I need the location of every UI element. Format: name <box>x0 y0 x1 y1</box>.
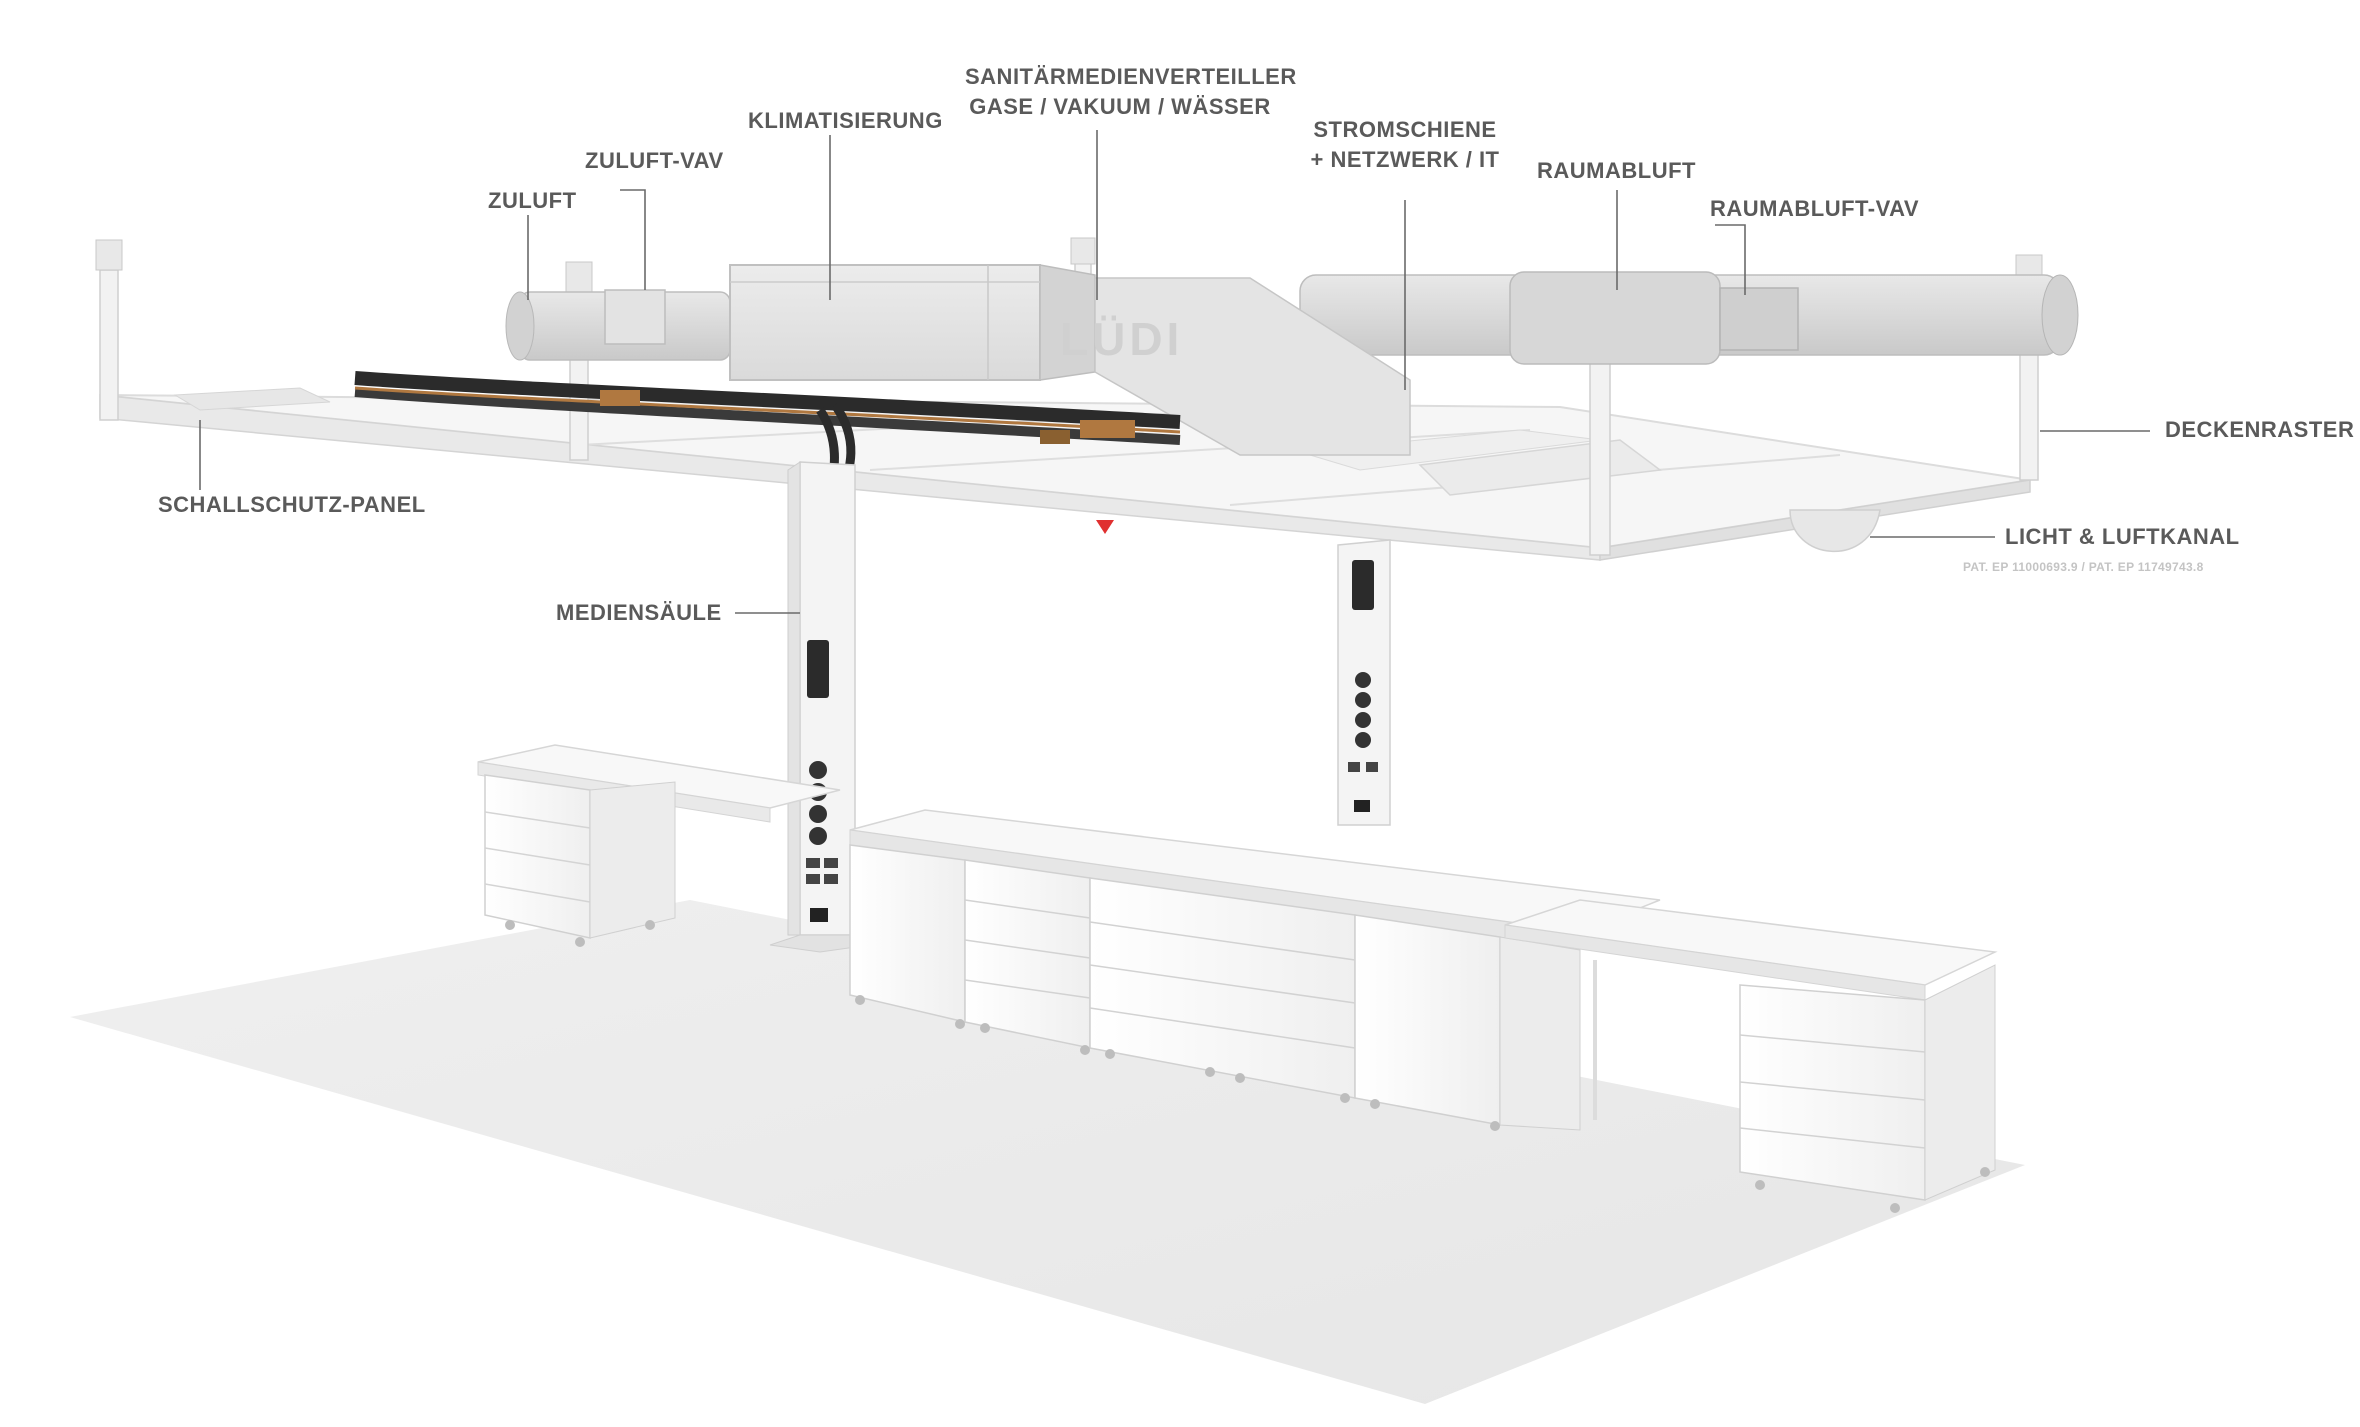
air-conditioning-unit <box>729 264 1411 456</box>
label-zuluft: ZULUFT <box>488 188 577 213</box>
patent-note: PAT. EP 11000693.9 / PAT. EP 11749743.8 <box>1963 560 2204 574</box>
label-klimatisierung: KLIMATISIERUNG <box>748 108 943 133</box>
leader-lines <box>199 130 2150 614</box>
exhaust-air-duct <box>1299 271 2079 365</box>
media-column-left <box>769 461 872 953</box>
position-marker <box>1096 520 1114 534</box>
label-raumabluft: RAUMABLUFT <box>1537 158 1696 183</box>
label-licht-luftkanal: LICHT & LUFTKANAL <box>2005 524 2240 549</box>
light-air-channel <box>1789 509 1881 552</box>
label-zuluft-vav: ZULUFT-VAV <box>585 148 724 173</box>
label-stromschiene-line2: + NETZWERK / IT <box>1310 147 1500 172</box>
label-sanitaer-line1: SANITÄRMEDIENVERTEILLER <box>965 64 1297 89</box>
lab-bench-left <box>477 744 841 947</box>
cable-bundle <box>354 371 1181 492</box>
label-stromschiene: STROMSCHIENE + NETZWERK / IT <box>1305 115 1505 175</box>
label-sanitaer-medienverteiler: SANITÄRMEDIENVERTEILLER GASE / VAKUUM / … <box>965 62 1297 122</box>
label-stromschiene-line1: STROMSCHIENE <box>1313 117 1497 142</box>
media-column-hanging <box>1337 539 1391 826</box>
label-raumabluft-vav: RAUMABLUFT-VAV <box>1710 196 1920 221</box>
lab-bench-right <box>1504 899 1998 1213</box>
supply-air-duct <box>505 289 731 361</box>
label-sanitaer-line2: GASE / VAKUUM / WÄSSER <box>969 94 1271 119</box>
label-deckenraster: DECKENRASTER <box>2165 417 2355 442</box>
floor-plane <box>70 900 2025 1404</box>
label-mediensaeule: MEDIENSÄULE <box>556 600 722 625</box>
leader-raumabluft-vav <box>1715 224 1746 295</box>
label-schallschutz-panel: SCHALLSCHUTZ-PANEL <box>158 492 426 517</box>
leader-zuluft-vav <box>620 189 646 290</box>
lab-bench-main <box>849 809 1661 1131</box>
media-distributor-blocks <box>600 390 1135 444</box>
brand-logo: LÜDI <box>1060 313 1183 365</box>
